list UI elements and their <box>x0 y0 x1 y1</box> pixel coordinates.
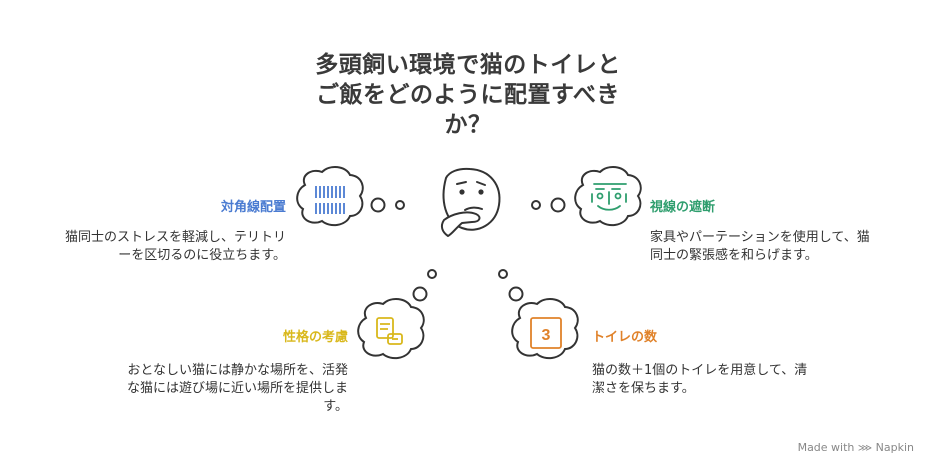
personality-icon <box>376 317 403 345</box>
desc-sightline-blocking: 家具やパーテーションを使用して、猫 同士の緊張感を和らげます。 <box>650 229 920 265</box>
made-with-text: Made with <box>797 441 855 454</box>
blocked-view-icon <box>591 183 627 211</box>
cloud-bottom-right: 3 <box>511 298 579 360</box>
napkin-brand-text: Napkin <box>875 441 914 454</box>
cloud-top-left <box>296 166 364 227</box>
label-personality: 性格の考慮 <box>282 330 348 345</box>
desc-diagonal-line-1: 猫同士のストレスを軽減し、テリトリ <box>64 230 286 245</box>
desc-litter-line-2: 潔さを保ちます。 <box>592 381 695 396</box>
thought-dots <box>370 197 566 302</box>
desc-sightline-line-1: 家具やパーテーションを使用して、猫 <box>650 230 870 245</box>
diagram-title: 多頭飼い環境で猫のトイレと ご飯をどのように配置すべき か？ <box>268 50 668 140</box>
barcode-icon <box>315 186 345 214</box>
cloud-top-right <box>574 166 642 227</box>
napkin-logo-icon: ⋙ <box>857 443 873 454</box>
number-box-value: 3 <box>542 327 551 344</box>
desc-personality-line-1: おとなしい猫には静かな場所を、活発 <box>127 363 348 378</box>
desc-litter-count: 猫の数＋1個のトイレを用意して、清 潔さを保ちます。 <box>592 362 852 398</box>
label-diagonal-placement: 対角線配置 <box>220 200 286 215</box>
made-with-napkin-badge[interactable]: Made with ⋙ Napkin <box>798 441 914 454</box>
title-line-1: 多頭飼い環境で猫のトイレと <box>315 52 621 78</box>
desc-litter-line-1: 猫の数＋1個のトイレを用意して、清 <box>592 363 808 378</box>
cloud-bottom-left <box>357 298 425 360</box>
desc-personality-line-2: な猫には遊び場に近い場所を提供しま <box>126 381 348 396</box>
label-litter-count: トイレの数 <box>592 330 658 345</box>
title-line-3: か？ <box>444 112 492 138</box>
number-box-icon: 3 <box>530 317 562 349</box>
label-sightline-blocking: 視線の遮断 <box>650 200 716 215</box>
title-line-2: ご飯をどのように配置すべき <box>316 82 620 108</box>
desc-personality-line-3: す。 <box>323 399 348 414</box>
desc-personality: おとなしい猫には静かな場所を、活発 な猫には遊び場に近い場所を提供しま す。 <box>80 362 348 416</box>
desc-diagonal-placement: 猫同士のストレスを軽減し、テリトリ ーを区切るのに役立ちます。 <box>20 229 286 265</box>
thinking-face-icon <box>440 167 501 237</box>
desc-diagonal-line-2: ーを区切るのに役立ちます。 <box>118 248 286 263</box>
desc-sightline-line-2: 同士の緊張感を和らげます。 <box>650 248 818 263</box>
